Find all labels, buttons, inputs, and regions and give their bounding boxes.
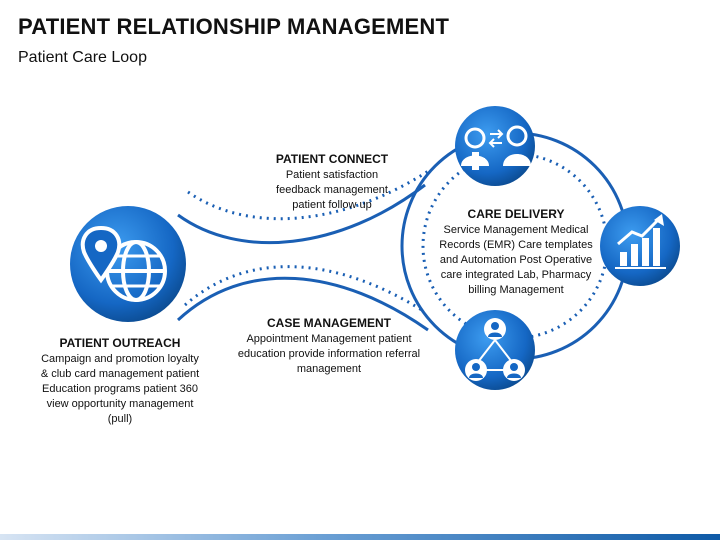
patient-connect-heading: PATIENT CONNECT xyxy=(275,152,389,166)
bottom-gradient-bar xyxy=(0,534,720,540)
case-management-heading: CASE MANAGEMENT xyxy=(266,316,391,330)
care-delivery-text: Service Management Medical Records (EMR)… xyxy=(439,224,593,296)
connect-arc-dotted xyxy=(187,168,431,221)
connect-arc-solid xyxy=(177,183,426,245)
growth-chart-icon xyxy=(600,206,680,286)
patient-outreach-text: Campaign and promotion loyalty & club ca… xyxy=(40,353,200,425)
patient-outreach-block: PATIENT OUTREACH Campaign and promotion … xyxy=(40,336,200,427)
location-globe-icon xyxy=(70,206,186,322)
care-delivery-heading: CARE DELIVERY xyxy=(467,207,565,221)
care-delivery-block: CARE DELIVERY Service Management Medical… xyxy=(432,207,600,298)
page-subtitle: Patient Care Loop xyxy=(18,49,147,66)
case-management-text: Appointment Management patient education… xyxy=(237,333,421,375)
doctor-patient-exchange-icon xyxy=(455,106,535,186)
patient-outreach-heading: PATIENT OUTREACH xyxy=(59,336,181,350)
network-people-icon xyxy=(455,310,535,390)
case-arc-solid xyxy=(176,276,429,332)
case-management-block: CASE MANAGEMENT Appointment Management p… xyxy=(234,316,424,377)
patient-connect-block: PATIENT CONNECT Patient satisfaction fee… xyxy=(262,152,402,213)
page-title: PATIENT RELATIONSHIP MANAGEMENT xyxy=(18,14,450,39)
patient-connect-text: Patient satisfaction feedback management… xyxy=(276,169,388,211)
